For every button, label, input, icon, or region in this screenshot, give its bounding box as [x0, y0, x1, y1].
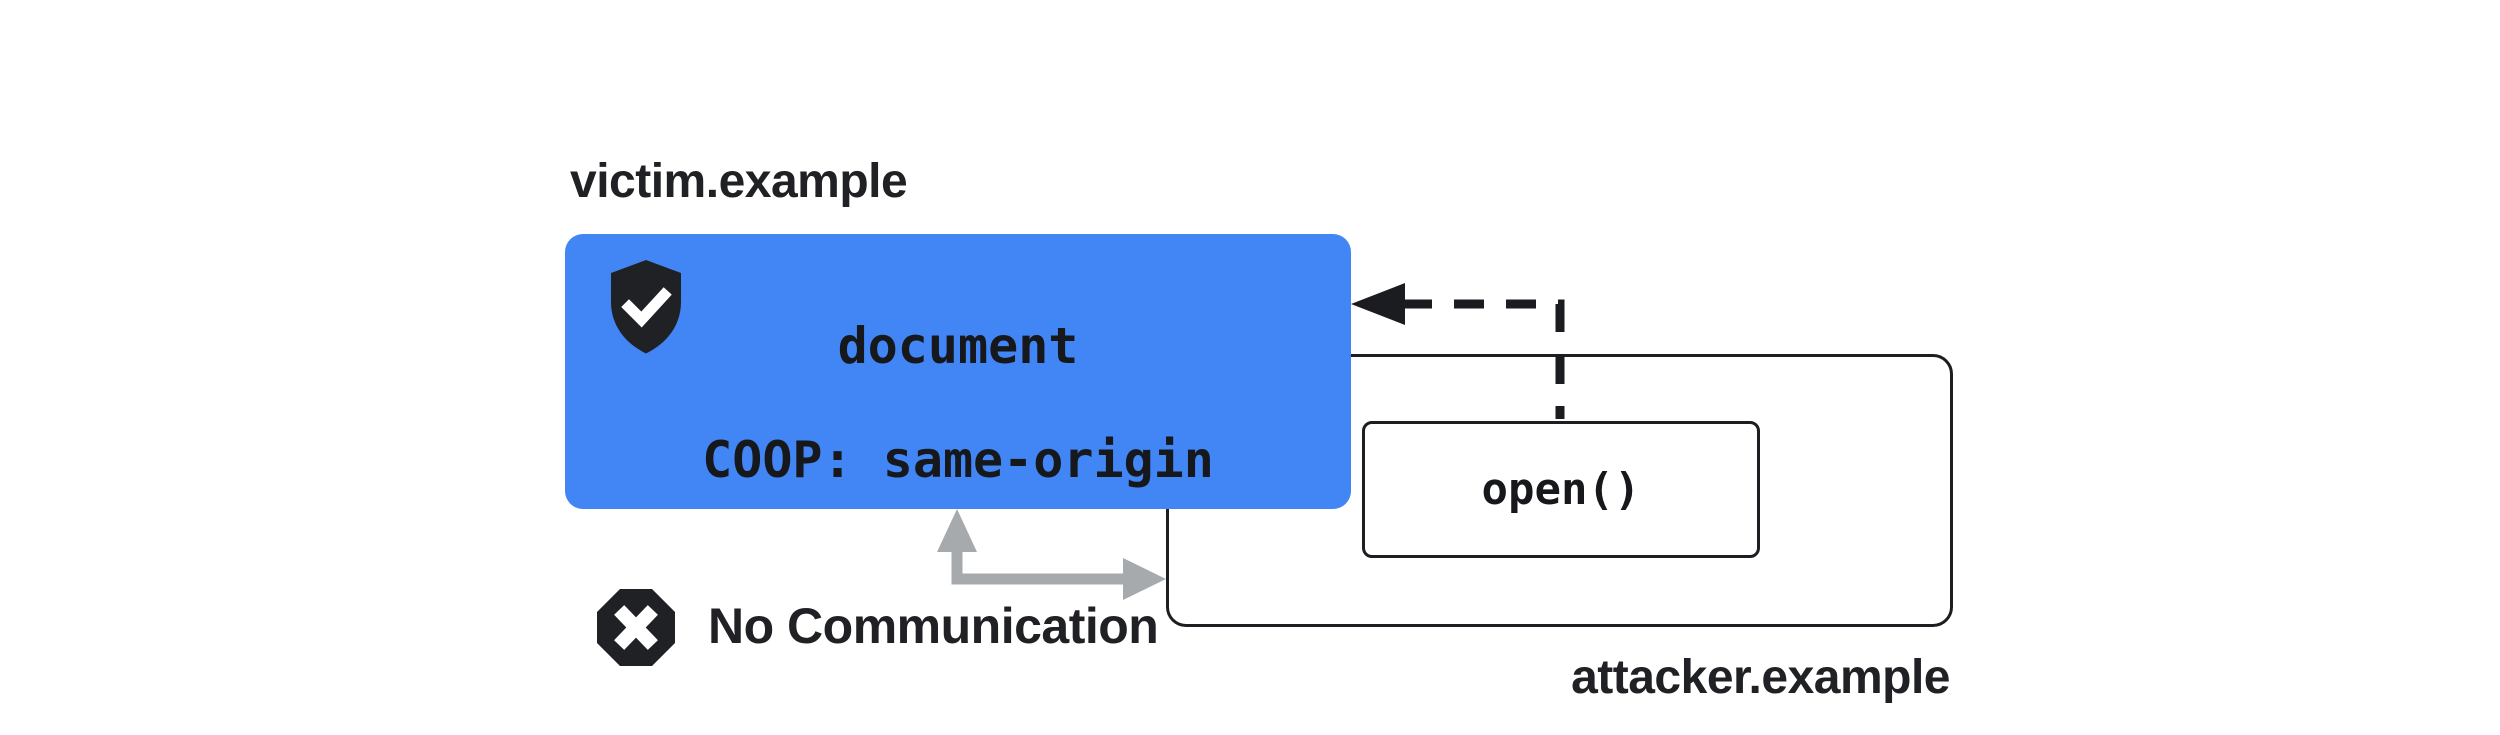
- no-communication-arrow: [937, 509, 1166, 600]
- attacker-domain-label: attacker.example: [1571, 651, 1950, 704]
- shield-check-icon: [611, 260, 681, 354]
- no-communication-label: No Communication: [708, 598, 1159, 654]
- arrowhead-left-icon: [1351, 283, 1405, 325]
- document-line: document: [837, 317, 1079, 375]
- open-call-label: open(): [1481, 463, 1641, 515]
- open-call-box: open(): [1362, 421, 1760, 558]
- victim-document-box: document COOP: same-origin: [565, 234, 1351, 509]
- victim-document-text: document COOP: same-origin: [565, 318, 1351, 489]
- arrowhead-up-icon: [937, 509, 977, 552]
- arrowhead-right-icon: [1123, 558, 1166, 600]
- coop-header-line: COOP: same-origin: [702, 431, 1214, 489]
- victim-domain-label: victim.example: [570, 155, 908, 208]
- no-communication-row: No Communication: [595, 587, 1159, 673]
- blocked-x-icon: [597, 589, 675, 666]
